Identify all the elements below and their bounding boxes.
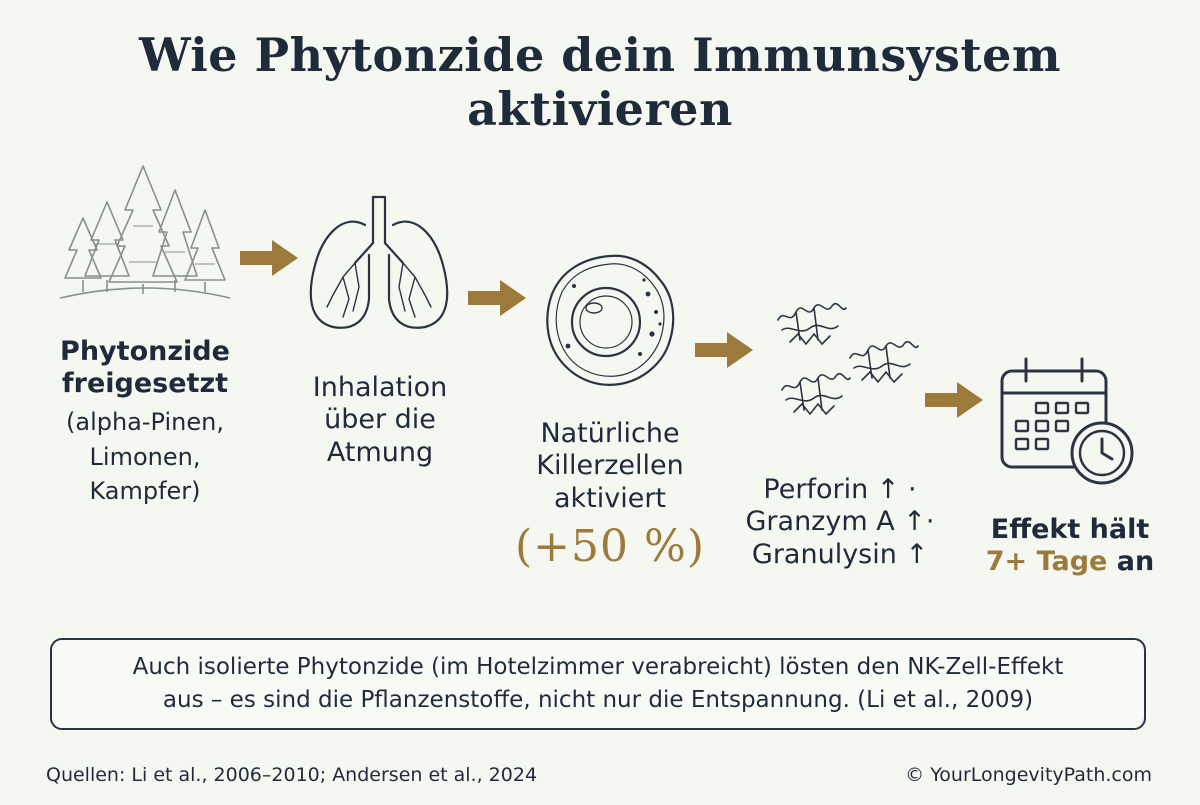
arrow-right-icon	[468, 280, 526, 316]
protein-icon	[777, 302, 919, 416]
step-4-title-line-3: Granulysin ↑	[751, 538, 929, 570]
lungs-icon	[309, 195, 449, 329]
note-line-1: Auch isolierte Phytonzide (im Hotelzimme…	[132, 653, 1064, 680]
step-1-sub-line-2: Limonen,	[89, 442, 201, 471]
footer-sources: Quellen: Li et al., 2006–2010; Andersen …	[46, 764, 538, 786]
step-2-label: Inhalation über die Atmung	[270, 372, 490, 469]
calendar-clock-icon	[1000, 357, 1134, 485]
step-4-title-line-1: Perforin ↑ ·	[763, 474, 917, 505]
arrow-right-icon	[925, 382, 983, 418]
arrow-right-icon	[240, 240, 298, 276]
step-1-title-line-2: freigesetzt	[61, 368, 229, 400]
note-box: Auch isolierte Phytonzide (im Hotelzimme…	[50, 638, 1146, 730]
step-4-title-line-2: Granzym A ↑·	[745, 506, 935, 538]
cell-icon	[546, 254, 675, 386]
step-5-title-line-1: Effekt hält	[990, 514, 1150, 545]
forest-icon	[59, 165, 231, 299]
step-1-label: Phytonzide freigesetzt (alpha-Pinen, Lim…	[20, 336, 270, 509]
step-2-title-line-1: Inhalation	[312, 372, 448, 403]
step-2-title-line-2: über die	[324, 404, 436, 436]
nk-increase-highlight: (+50 %)	[515, 521, 705, 573]
footer-copyright: © YourLongevityPath.com	[905, 764, 1152, 786]
step-3-label: Natürliche Killerzellen aktiviert (+50 %…	[490, 418, 730, 574]
step-1-sub-line-1: (alpha-Pinen,	[66, 407, 224, 436]
step-2-title-line-3: Atmung	[326, 436, 434, 468]
note-line-2: aus – es sind die Pflanzenstoffe, nicht …	[162, 687, 1034, 713]
step-1-sub-line-3: Kampfer)	[89, 477, 201, 506]
step-5-title-line-2-rest: an	[1107, 546, 1155, 578]
page-title: Wie Phytonzide dein Immunsystem aktivier…	[138, 28, 1062, 136]
arrow-right-icon	[695, 332, 753, 368]
step-1-title-line-1: Phytonzide	[60, 336, 230, 367]
step-5-label: Effekt hält 7+ Tage an	[955, 514, 1185, 579]
step-3-title-line-1: Natürliche	[540, 418, 680, 449]
duration-highlight: 7+ Tage	[985, 546, 1108, 578]
step-3-title-line-2: Killerzellen	[536, 450, 684, 482]
step-4-label: Perforin ↑ · Granzym A ↑· Granulysin ↑	[715, 474, 965, 571]
step-3-title-line-3: aktiviert	[553, 482, 667, 514]
